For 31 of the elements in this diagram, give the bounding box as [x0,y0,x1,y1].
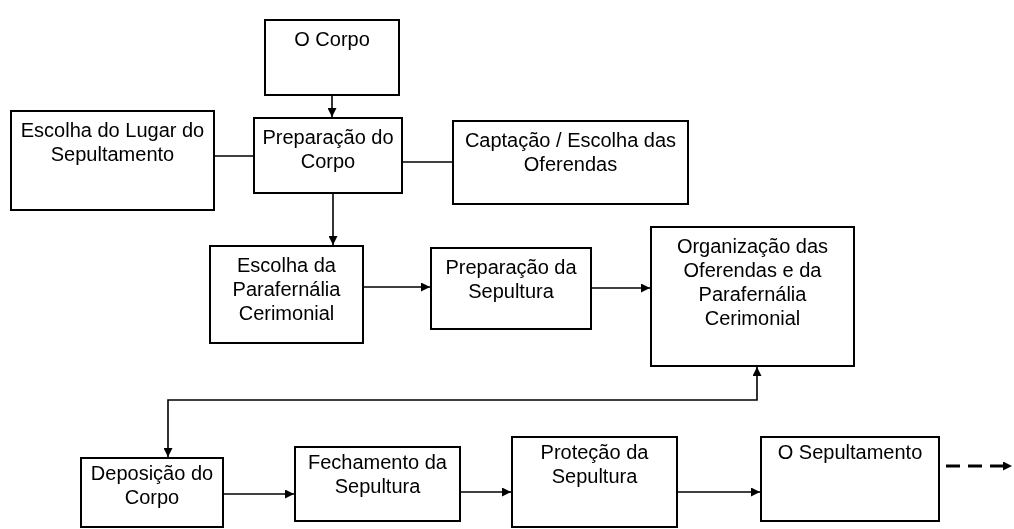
box-label: Fechamento da Sepultura [307,450,448,498]
arrow [223,489,295,499]
process-box [80,457,224,528]
process-box [253,117,403,194]
arrow [163,366,762,458]
process-box [294,446,461,522]
process-box [264,19,400,96]
box-label: Escolha do Lugar do Sepultamento [19,118,206,166]
box-label: O Sepultamento [777,440,923,464]
box-label: Preparação do Corpo [261,125,395,173]
box-label: Preparação da Sepultura [444,255,578,303]
process-box [650,226,855,367]
box-label: Organização das Oferendas e da Parafernália Cerimonial [675,234,830,330]
arrow [591,283,651,293]
arrow [460,487,512,497]
box-label: Captação / Escolha das Oferendas [463,128,678,176]
process-box [452,120,689,205]
process-box [760,436,940,522]
box-label: Escolha da Parafernália Cerimonial [231,253,342,325]
arrow [327,95,337,118]
process-box [511,436,678,528]
box-label: Deposição do Corpo [89,461,215,509]
box-label: Proteção da Sepultura [539,440,650,488]
process-box [209,245,364,344]
process-box [10,110,215,211]
arrow [946,461,1012,471]
arrow [677,487,761,497]
box-label: O Corpo [294,27,370,51]
process-box [430,247,592,330]
arrow [363,282,431,292]
arrow [328,193,338,246]
